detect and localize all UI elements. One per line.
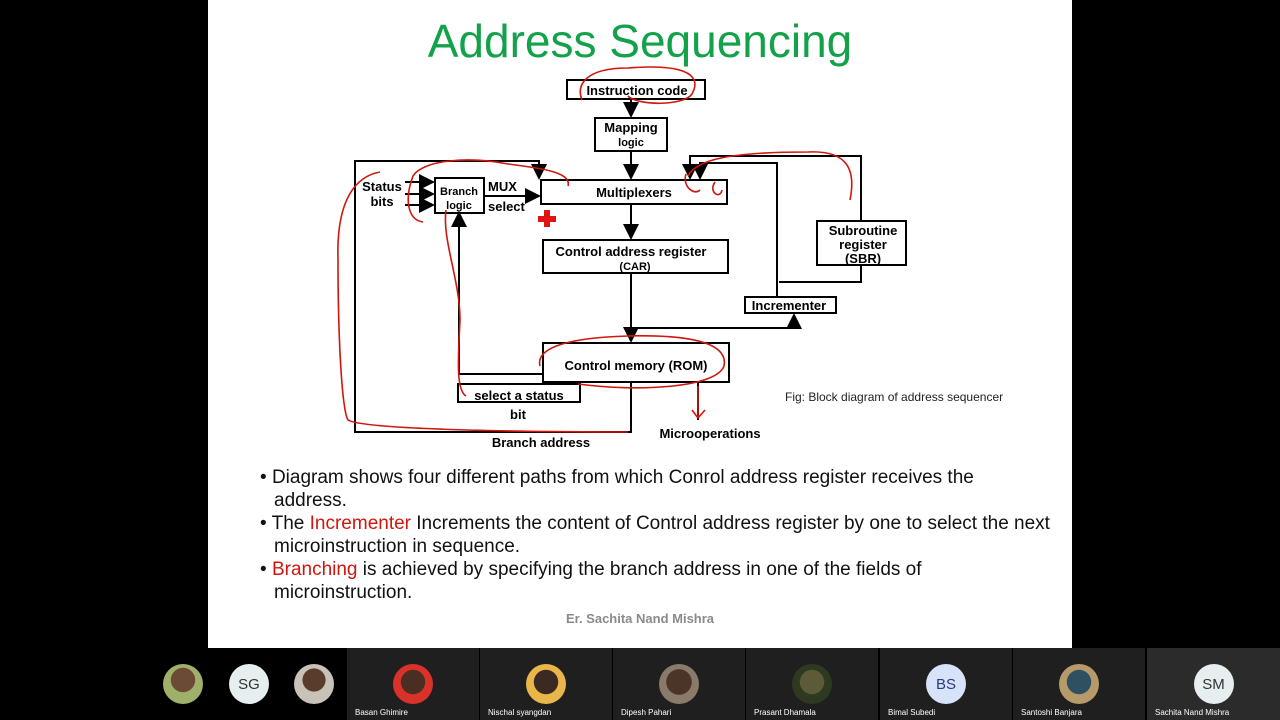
pen-annotations (337, 66, 853, 433)
participant-tile[interactable]: SG (216, 648, 282, 720)
car-label: Control address register (556, 244, 707, 259)
participant-tile[interactable]: Nischal syangdan (480, 648, 612, 720)
mux-select-label: select (488, 199, 526, 214)
participant-tile[interactable]: SM Sachita Nand Mishra (1147, 648, 1280, 720)
bullet-item: • Branching is achieved by specifying th… (260, 559, 922, 603)
avatar (792, 664, 832, 704)
instruction-code-box (566, 79, 706, 100)
instruction-code-label: Instruction code (586, 83, 687, 98)
participant-tile[interactable]: Dipesh Pahari (613, 648, 745, 720)
branch-label: Branch (440, 186, 478, 198)
participant-name: Prasant Dhamala (754, 708, 816, 717)
avatar (393, 664, 433, 704)
bits-label: bits (370, 194, 393, 209)
car-box (542, 239, 729, 274)
participant-tile[interactable] (282, 648, 346, 720)
participant-tile[interactable]: Prasant Dhamala (746, 648, 878, 720)
microoperations-label: Microoperations (659, 426, 760, 441)
participant-tile[interactable]: Santoshi Banjara (1013, 648, 1145, 720)
slide-author: Er. Sachita Nand Mishra (565, 611, 715, 626)
branching-highlight: Branching (271, 559, 358, 580)
avatar (163, 664, 203, 704)
pointer-cross-icon (538, 210, 556, 227)
mux-label: MUX (488, 179, 517, 194)
bullet-item: • The Incrementer Increments the content… (260, 513, 1050, 557)
incrementer-label: Incrementer (752, 298, 826, 313)
multiplexers-label: Multiplexers (596, 185, 672, 200)
select-status-box (457, 383, 581, 403)
incrementer-highlight: Incrementer (309, 513, 411, 534)
bullet-list: • Diagram shows four different paths fro… (260, 466, 1050, 604)
select-status-label: select a status (474, 388, 564, 403)
avatar (294, 664, 334, 704)
avatar: SM (1193, 664, 1234, 704)
control-memory-label: Control memory (ROM) (565, 358, 708, 373)
participant-name: Dipesh Pahari (621, 708, 672, 717)
presentation-slide: Address Sequencing (208, 0, 1072, 648)
subroutine-label: Subroutine (829, 223, 898, 238)
avatar (1059, 664, 1099, 704)
mapping-logic-label: logic (618, 137, 644, 149)
branch-logic-label: logic (446, 200, 472, 212)
sbr-box (816, 220, 907, 266)
slide-title: Address Sequencing (427, 15, 853, 67)
participant-name: Sachita Nand Mishra (1155, 708, 1230, 717)
bullet-item: • Diagram shows four different paths fro… (260, 467, 974, 511)
avatar (659, 664, 699, 704)
participant-name: Basan Ghimire (355, 708, 408, 717)
avatar: BS (926, 664, 966, 704)
bit-label: bit (510, 407, 527, 422)
car-abbr-label: (CAR) (619, 261, 650, 273)
participant-name: Nischal syangdan (488, 708, 552, 717)
branch-address-label: Branch address (492, 435, 590, 450)
participant-tile[interactable]: Basan Ghimire (347, 648, 479, 720)
avatar: SG (229, 664, 269, 704)
participant-tile[interactable] (150, 648, 216, 720)
participant-name: Bimal Subedi (888, 708, 936, 717)
control-memory-box (542, 342, 730, 383)
address-sequencer-diagram: Instruction code Mapping logic Multiplex… (337, 66, 907, 450)
sbr-label: (SBR) (845, 251, 881, 266)
status-label: Status (362, 179, 402, 194)
mapping-label: Mapping (604, 120, 657, 135)
participant-tile[interactable]: BS Bimal Subedi (880, 648, 1012, 720)
participant-name: Santoshi Banjara (1021, 708, 1082, 717)
register-label: register (839, 237, 887, 252)
avatar (526, 664, 566, 704)
figure-caption: Fig: Block diagram of address sequencer (785, 390, 1004, 404)
